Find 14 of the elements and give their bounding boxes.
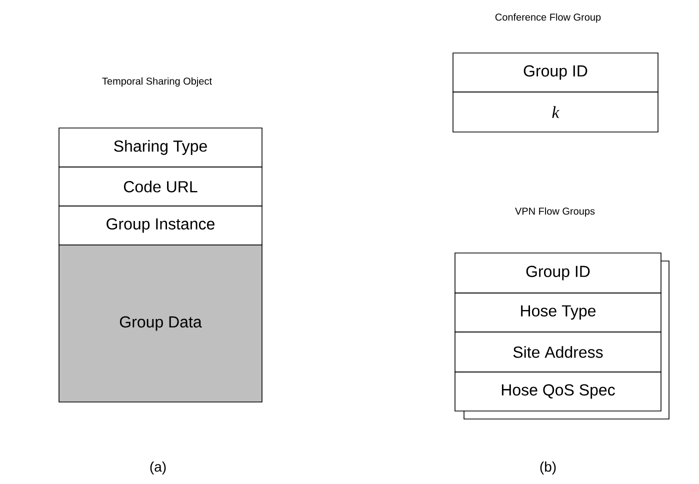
panel-caption: (a) [150,461,166,474]
table-field: Group ID [454,252,662,294]
table-field: Sharing Type [58,128,262,168]
table-field: Group ID [452,52,658,92]
table-field: Hose QoS Spec [454,372,662,412]
table-field: Site Address [454,332,662,372]
table-field: Code URL [58,166,262,206]
group-title: Conference Flow Group [495,13,601,23]
table-field: Hose Type [454,292,662,332]
group-title: VPN Flow Groups [515,207,595,217]
object-title: Temporal Sharing Object [102,77,212,87]
table-field: Group Data [58,244,262,402]
panel-caption: (b) [540,461,556,474]
table-field: k [452,92,658,132]
